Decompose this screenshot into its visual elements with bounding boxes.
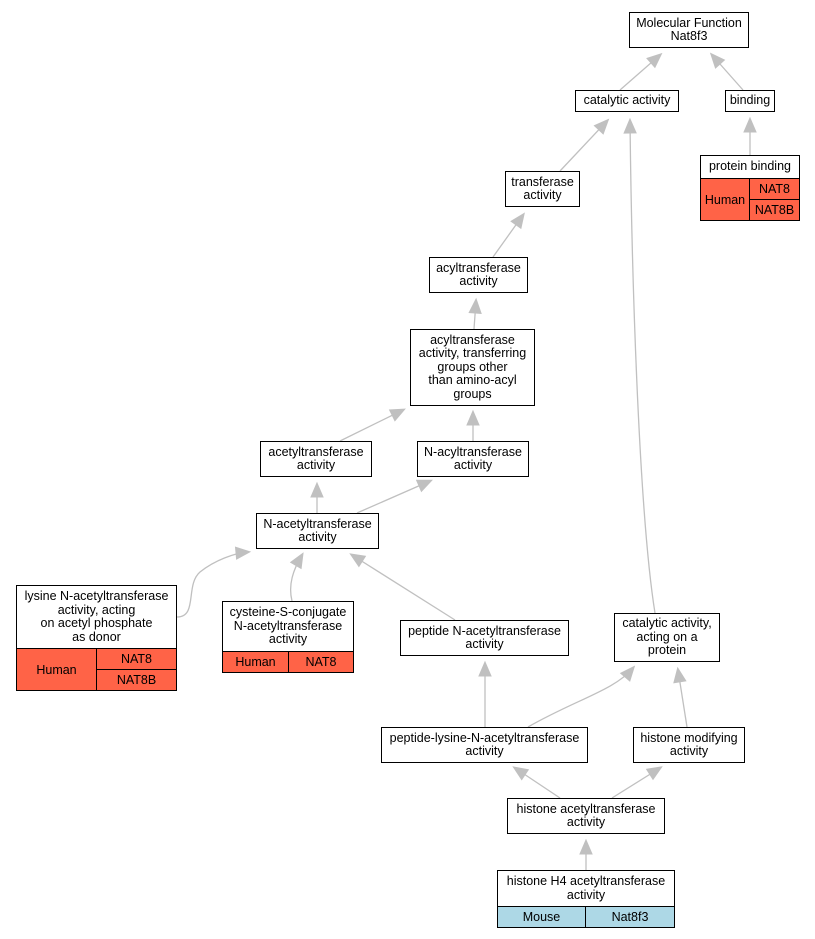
arrowhead-histone_acetyltransferase_activity-to-peptide_lysine_n_acetyltransferase (512, 766, 530, 781)
arrowhead-acetyltransferase_activity-to-acyltransferase_other (388, 408, 406, 422)
species-cell: Mouse (497, 906, 586, 928)
node-protein-binding-label: protein binding (700, 155, 800, 179)
gene-cell: NAT8 (288, 651, 354, 673)
arrowhead-catalytic_activity-to-molecular_function (646, 52, 663, 69)
arrowhead-n_acyltransferase_activity-to-acyltransferase_other (466, 409, 480, 426)
arrowhead-binding-to-molecular_function (709, 52, 726, 69)
node-catalytic-activity[interactable]: catalytic activity (575, 90, 679, 112)
species-cell: Human (700, 178, 750, 221)
gene-cell: NAT8B (749, 199, 800, 221)
edge-peptide_n_acetyltransferase-to-n_acetyltransferase_activity (351, 554, 456, 621)
node-binding[interactable]: binding (725, 90, 775, 112)
arrowhead-peptide_lysine_n_acetyltransferase-to-catalytic_acting_on_protein (619, 665, 636, 682)
gene-cell: Nat8f3 (585, 906, 675, 928)
edge-peptide_lysine_n_acetyltransferase-to-catalytic_acting_on_protein (527, 667, 634, 728)
gene-cell: NAT8 (749, 178, 800, 200)
gene-cell: NAT8 (96, 648, 177, 670)
arrowhead-lysine_n_acetyltransferase-to-n_acetyltransferase_activity (234, 546, 252, 560)
species-cell: Human (16, 648, 97, 691)
edge-catalytic_acting_on_protein-to-catalytic_activity (629, 120, 656, 614)
arrowhead-histone_modifying_activity-to-catalytic_acting_on_protein (673, 666, 687, 684)
arrowhead-protein_binding-to-binding (743, 116, 757, 133)
gene-cell: NAT8B (96, 669, 177, 691)
edge-n_acetyltransferase_activity-to-n_acyltransferase_activity (356, 480, 431, 514)
arrowhead-catalytic_acting_on_protein-to-catalytic_activity (623, 117, 637, 134)
arrowhead-peptide_lysine_n_acetyltransferase-to-peptide_n_acetyltransferase (478, 660, 492, 677)
arrowhead-acyltransferase_activity-to-transferase_activity (510, 212, 525, 230)
arrowhead-histone_acetyltransferase_activity-to-histone_modifying_activity (645, 766, 663, 781)
arrowhead-n_acetyltransferase_activity-to-acetyltransferase_activity (310, 481, 324, 498)
edge-lysine_n_acetyltransferase-to-n_acetyltransferase_activity (176, 551, 249, 618)
node-protein-binding[interactable]: protein binding Human NAT8 NAT8B (700, 155, 800, 221)
arrowhead-histone_h4_acetyltransferase-to-histone_acetyltransferase_activity (579, 838, 593, 855)
species-cell: Human (222, 651, 289, 673)
arrowhead-transferase_activity-to-catalytic_activity (593, 118, 610, 135)
arrowhead-acyltransferase_other-to-acyltransferase_activity (468, 297, 482, 314)
arrowhead-peptide_n_acetyltransferase-to-n_acetyltransferase_activity (349, 553, 367, 568)
arrowhead-n_acetyltransferase_activity-to-n_acyltransferase_activity (415, 479, 433, 493)
arrowhead-cysteine_s_conjugate-to-n_acetyltransferase_activity (289, 552, 304, 570)
